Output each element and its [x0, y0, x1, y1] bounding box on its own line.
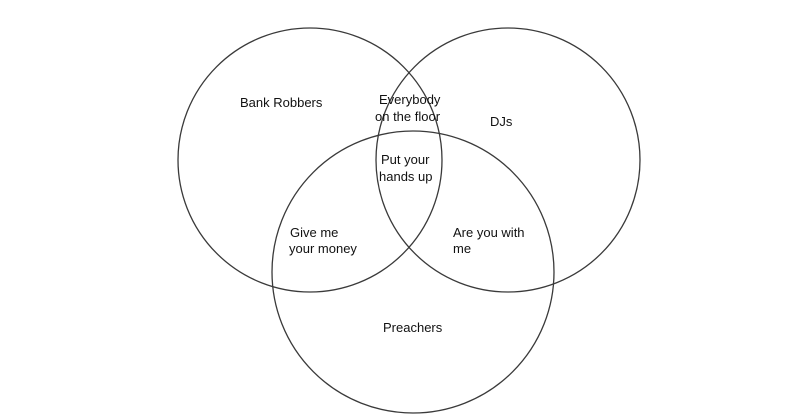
label-robbers-djs-line1: Everybody [379, 92, 441, 107]
label-bank-robbers: Bank Robbers [240, 95, 323, 110]
circle-djs [375, 27, 641, 293]
label-djs-preachers-line1: Are you with [453, 225, 525, 240]
label-robbers-djs-line2: on the floor [375, 109, 441, 124]
label-preachers: Preachers [383, 320, 443, 335]
label-djs: DJs [490, 114, 513, 129]
label-all-three-line1: Put your [381, 152, 430, 167]
label-djs-preachers-line2: me [453, 241, 471, 256]
label-robbers-preachers-line2: your money [289, 241, 357, 256]
label-robbers-preachers-line1: Give me [290, 225, 338, 240]
label-all-three-line2: hands up [379, 169, 433, 184]
circle-preachers [271, 130, 555, 414]
circle-bank-robbers [177, 27, 443, 293]
